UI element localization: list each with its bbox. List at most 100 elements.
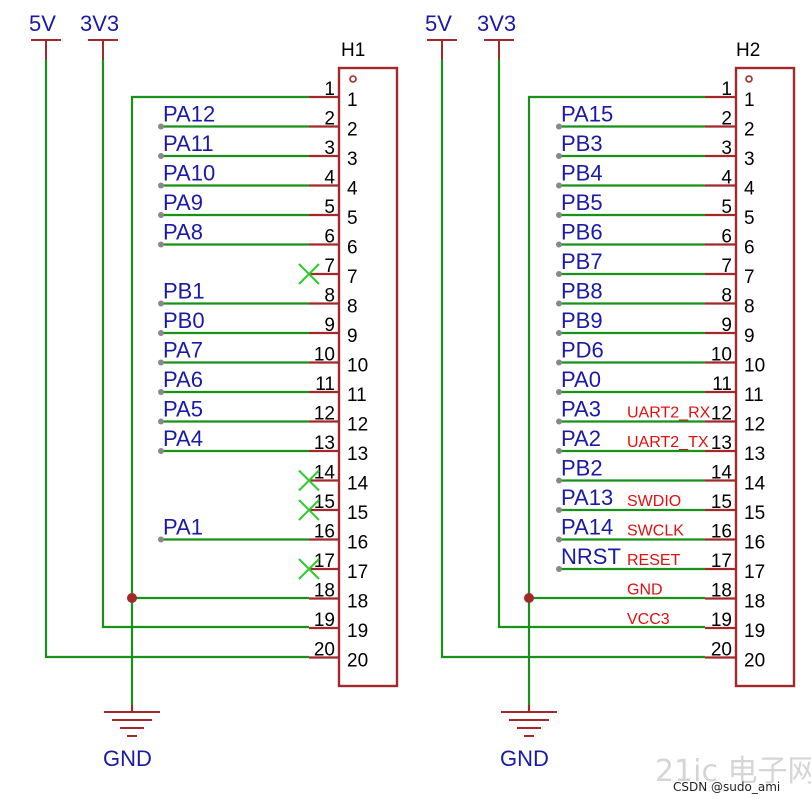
pin-number-outer: 17 <box>711 551 732 572</box>
pin-number-outer: 15 <box>314 492 335 513</box>
no-connect-mark <box>298 558 320 580</box>
pin-annotation: SWCLK <box>627 523 684 540</box>
ground-label: GND <box>103 746 152 771</box>
pin-number-inner: 3 <box>744 149 755 170</box>
pin-number-outer: 20 <box>314 640 335 661</box>
pin-number-inner: 18 <box>347 592 368 613</box>
no-connect-mark <box>298 469 320 492</box>
power-5v-h2: 5V <box>425 11 457 60</box>
pin-number-outer: 10 <box>711 345 732 366</box>
pin-number-outer: 18 <box>711 581 732 602</box>
net-endpoint <box>556 359 562 366</box>
pin-number-outer: 8 <box>721 286 732 307</box>
pin-number-outer: 10 <box>314 345 335 366</box>
pin-number-outer: 5 <box>324 197 335 218</box>
pin-number-inner: 1 <box>347 90 358 111</box>
pin-number-inner: 12 <box>347 415 368 436</box>
net-label: PD6 <box>561 338 604 363</box>
power-5v-h1: 5V <box>29 11 61 60</box>
net-label: PB3 <box>561 131 603 156</box>
net-label: PB0 <box>163 308 205 333</box>
pin-number-inner: 17 <box>347 562 368 583</box>
wire-5v-pin20 <box>44 60 309 659</box>
pin-number-outer: 3 <box>324 138 335 159</box>
header-h1: 5V 3V3 GND H1 1122PA1233PA1144PA1055PA96… <box>29 11 399 771</box>
pin-number-inner: 12 <box>744 415 765 436</box>
net-endpoint <box>556 330 562 336</box>
net-endpoint <box>158 182 164 189</box>
pin-number-inner: 2 <box>347 120 358 141</box>
power-3v3-h1: 3V3 <box>80 11 119 60</box>
pin-number-inner: 7 <box>347 267 358 288</box>
net-endpoint <box>556 153 562 159</box>
pin-number-outer: 15 <box>711 492 732 513</box>
connector-body <box>734 66 796 688</box>
reference-designator: H1 <box>341 40 365 61</box>
net-endpoint <box>158 448 164 454</box>
net-endpoint <box>556 418 562 425</box>
net-endpoint <box>158 300 164 307</box>
pin-number-inner: 4 <box>744 179 755 200</box>
pin-number-outer: 13 <box>314 433 335 454</box>
watermark-credit: CSDN @sudo_ami <box>673 780 780 794</box>
pin-number-outer: 6 <box>324 227 335 248</box>
net-label: PB5 <box>561 190 603 215</box>
pin-number-inner: 5 <box>347 208 358 229</box>
net-label: PB4 <box>561 161 603 186</box>
pin-number-outer: 12 <box>314 404 335 425</box>
net-endpoint <box>556 182 562 189</box>
pin-number-inner: 15 <box>347 503 368 524</box>
pin-number-inner: 15 <box>744 503 765 524</box>
net-endpoint <box>556 536 562 543</box>
pin-number-outer: 2 <box>721 109 732 130</box>
pin-number-inner: 14 <box>744 474 766 495</box>
wire-3v3-pin19 <box>101 60 309 629</box>
pin-number-inner: 1 <box>744 90 755 111</box>
pin-number-outer: 14 <box>711 463 733 484</box>
connector-body <box>337 66 399 688</box>
net-endpoint <box>158 418 164 425</box>
wire-gnd <box>130 95 309 712</box>
wire-gnd <box>527 95 705 712</box>
net-label: PA5 <box>163 397 203 422</box>
net-endpoint <box>556 507 562 513</box>
net-label: PA15 <box>561 102 613 127</box>
pin-number-outer: 4 <box>721 168 732 189</box>
pin-number-inner: 14 <box>347 474 369 495</box>
pin-number-inner: 19 <box>347 621 368 642</box>
net-label: PB9 <box>561 308 603 333</box>
net-endpoint <box>158 123 164 130</box>
net-endpoint <box>556 212 562 218</box>
net-label: PA9 <box>163 190 203 215</box>
net-endpoint <box>158 359 164 366</box>
pin-number-inner: 19 <box>744 621 765 642</box>
no-connect-mark <box>298 263 320 285</box>
power-3v3-h2: 3V3 <box>477 11 516 60</box>
net-endpoint <box>158 153 164 159</box>
net-endpoint <box>158 212 164 218</box>
pin1-marker <box>349 75 357 83</box>
net-label: NRST <box>561 544 621 569</box>
net-label: PB2 <box>561 456 603 481</box>
pin-number-inner: 13 <box>347 444 368 465</box>
pin-number-inner: 20 <box>347 651 368 672</box>
pin-number-inner: 3 <box>347 149 358 170</box>
pin-number-inner: 11 <box>744 385 764 406</box>
pin-number-inner: 6 <box>744 238 755 259</box>
pin-number-outer: 13 <box>711 433 732 454</box>
ground-label: GND <box>500 746 549 771</box>
net-label: PA8 <box>163 220 203 245</box>
net-label: PB7 <box>561 249 603 274</box>
pin-number-outer: 14 <box>314 463 336 484</box>
wire-3v3-pin19 <box>497 60 705 629</box>
pin-number-inner: 4 <box>347 179 358 200</box>
net-label: PB1 <box>163 279 205 304</box>
pin-annotation: SWDIO <box>627 493 681 510</box>
net-endpoint <box>556 300 562 307</box>
pin-number-outer: 3 <box>721 138 732 159</box>
pin-number-inner: 5 <box>744 208 755 229</box>
power-5v-label: 5V <box>425 11 452 36</box>
pin-number-outer: 9 <box>721 315 732 336</box>
net-label: PA3 <box>561 397 601 422</box>
